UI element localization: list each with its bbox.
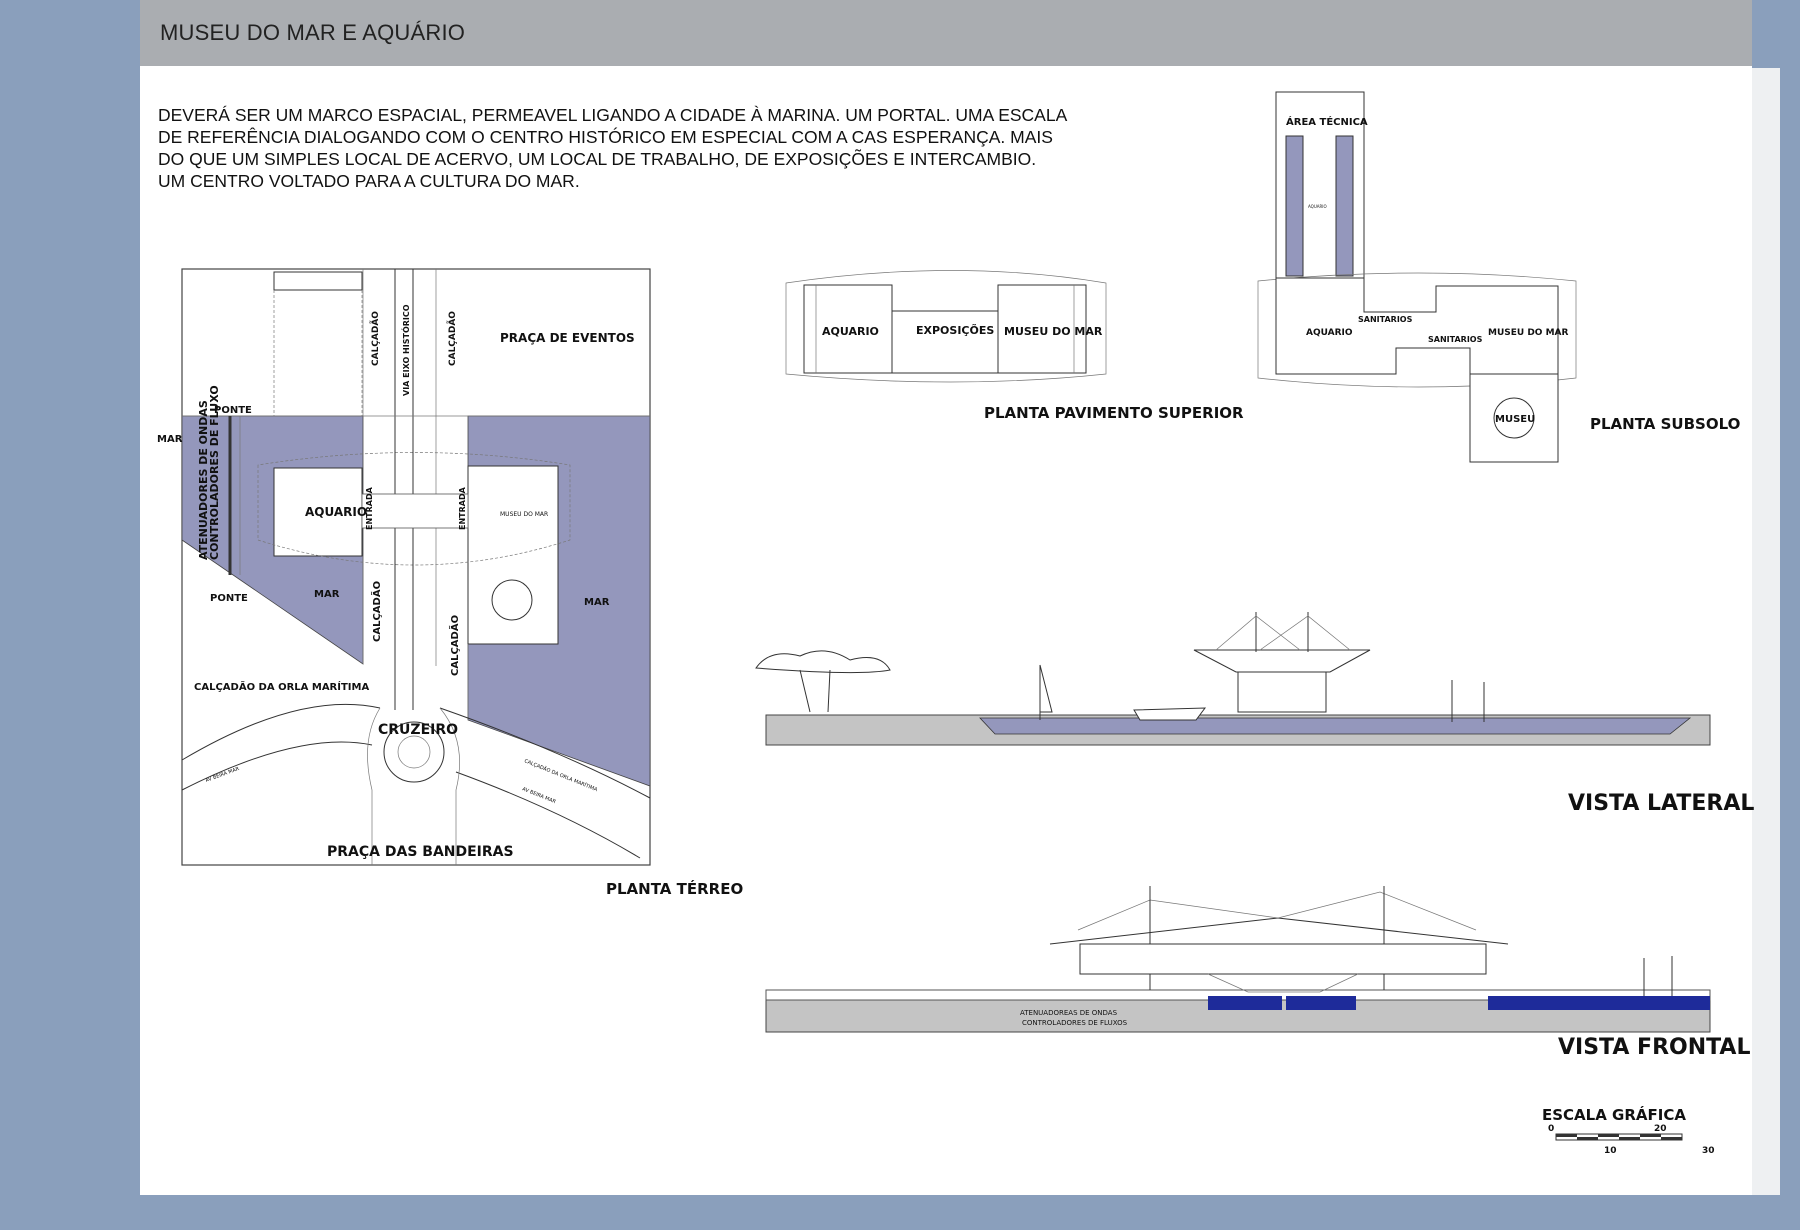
label-area-tecnica: ÁREA TÉCNICA xyxy=(1286,115,1368,128)
tree-canopy xyxy=(755,650,891,674)
right-margin-strip xyxy=(1752,68,1780,1195)
water-section xyxy=(979,717,1692,735)
tank-right xyxy=(1335,135,1354,277)
label-museu-do-mar: MUSEU DO MAR xyxy=(1488,328,1569,338)
scale-tick-30: 30 xyxy=(1702,1146,1715,1156)
label-praca-eventos: PRAÇA DE EVENTOS xyxy=(500,331,635,345)
label-controladores: CONTROLADORES DE FLUXOS xyxy=(1022,1019,1128,1027)
scale-segment xyxy=(1577,1137,1598,1140)
scale-segment xyxy=(1598,1134,1619,1137)
label-atenuadores: ATENUADORES DE ONDAS xyxy=(197,400,210,560)
label-praca-bandeiras: PRAÇA DAS BANDEIRAS xyxy=(327,844,514,860)
label-aquario: AQUARIO xyxy=(1306,328,1353,338)
aquario-building xyxy=(273,467,363,557)
label-aquario-small: AQUARIO xyxy=(1308,204,1327,209)
label-calcadao-orla: CALÇADÃO DA ORLA MARÍTIMA xyxy=(194,680,369,693)
water-tank xyxy=(1208,996,1282,1010)
avenue-curve xyxy=(181,703,381,761)
scale-tick-0: 0 xyxy=(1548,1124,1554,1134)
avenue-curve xyxy=(439,707,651,799)
label-mar: MAR xyxy=(584,597,610,608)
planta-superior-plan: AQUARIO EXPOSIÇÕES MUSEU DO MAR PLANTA P… xyxy=(785,270,1244,422)
label-entrada: ENTRADA xyxy=(458,486,467,530)
title-bar: MUSEU DO MAR E AQUÁRIO xyxy=(140,0,1752,66)
building-base xyxy=(1237,671,1327,713)
bridge xyxy=(361,493,469,529)
label-aquario: AQUARIO xyxy=(305,505,367,519)
avenue-curve xyxy=(181,741,373,791)
roundabout xyxy=(383,721,445,783)
museu-block xyxy=(997,284,1087,374)
label-controladores: CONTROLADORES DE FLUXO xyxy=(208,385,221,560)
label-museu-do-mar: MUSEU DO MAR xyxy=(500,511,548,518)
vista-lateral-elevation: VISTA LATERAL xyxy=(755,612,1754,816)
scale-segment xyxy=(1640,1134,1661,1137)
motorboat xyxy=(1133,707,1207,721)
label-exposicoes: EXPOSIÇÕES xyxy=(916,324,994,337)
exposicoes-block xyxy=(891,310,999,374)
sailboat-sail xyxy=(1039,664,1053,713)
pier-top xyxy=(273,271,363,291)
scale-tick-10: 10 xyxy=(1604,1146,1617,1156)
tank-left xyxy=(1285,135,1304,277)
scale-tick-20: 20 xyxy=(1654,1124,1667,1134)
aquario-block xyxy=(803,284,893,374)
roof-profile xyxy=(1049,917,1509,945)
label-aquario: AQUARIO xyxy=(822,325,879,338)
road-edge xyxy=(439,707,460,865)
roof-canopy xyxy=(1193,649,1371,673)
intro-paragraph: DEVERÁ SER UM MARCO ESPACIAL, PERMEAVEL … xyxy=(158,105,1067,191)
vista-frontal-elevation: ATENUADOREAS DE ONDAS CONTROLADORES DE F… xyxy=(765,886,1750,1060)
platform-outline xyxy=(257,452,571,566)
planta-terreo-plan: PRAÇA DE EVENTOS CALÇADÃO VIA EIXO HISTÓ… xyxy=(157,268,743,898)
water-tank xyxy=(1488,996,1710,1010)
portal-arch xyxy=(1207,973,1359,993)
avenue-curve xyxy=(455,771,641,859)
label-calcadao: CALÇADÃO xyxy=(370,311,381,366)
label-calcadao: CALÇADÃO xyxy=(448,615,461,676)
label-atenuadoreas: ATENUADOREAS DE ONDAS xyxy=(1020,1009,1118,1017)
label-mar: MAR xyxy=(314,589,340,600)
roof-cable xyxy=(1215,615,1301,651)
label-sanitarios: SANITARIOS xyxy=(1428,335,1483,344)
tree-trunk xyxy=(827,669,831,713)
roof-cable xyxy=(1259,615,1351,651)
label-via-eixo: VIA EIXO HISTÓRICO xyxy=(400,304,411,396)
label-sanitarios: SANITARIOS xyxy=(1358,315,1413,324)
museu-drum xyxy=(1493,397,1535,439)
planta-subsolo-plan: ÁREA TÉCNICA AQUARIO SANITARIOS AQUARIO … xyxy=(1257,91,1740,463)
label-museu-do-mar: MUSEU DO MAR xyxy=(1004,325,1103,338)
caption-planta-superior: PLANTA PAVIMENTO SUPERIOR xyxy=(984,404,1244,422)
roundabout-center xyxy=(397,735,431,769)
caption-vista-lateral: VISTA LATERAL xyxy=(1568,791,1754,816)
label-calcadao: CALÇADÃO xyxy=(370,581,383,642)
caption-planta-subsolo: PLANTA SUBSOLO xyxy=(1590,415,1740,433)
facade-band xyxy=(1079,943,1487,975)
scale-segment xyxy=(1661,1137,1682,1140)
escala-grafica: ESCALA GRÁFICA 0 10 20 30 xyxy=(1542,1105,1715,1156)
page-title: MUSEU DO MAR E AQUÁRIO xyxy=(160,20,466,45)
roof-outline xyxy=(785,270,1107,383)
roof-cable xyxy=(1077,891,1477,931)
road-edge xyxy=(367,707,381,865)
subsolo-outline xyxy=(1257,272,1577,388)
caption-vista-frontal: VISTA FRONTAL xyxy=(1558,1035,1750,1060)
scale-segment xyxy=(1556,1134,1577,1137)
scale-segment xyxy=(1619,1137,1640,1140)
museu-drum xyxy=(491,579,533,621)
label-museu: MUSEU xyxy=(1495,414,1535,425)
caption-planta-terreo: PLANTA TÉRREO xyxy=(606,879,743,898)
water-tank xyxy=(1286,996,1356,1010)
label-cruzeiro: CRUZEIRO xyxy=(378,722,458,738)
scale-caption: ESCALA GRÁFICA xyxy=(1542,1105,1686,1124)
label-mar: MAR xyxy=(157,434,183,445)
label-ponte: PONTE xyxy=(214,405,252,416)
tree-trunk xyxy=(799,669,811,713)
label-calcadao: CALÇADÃO xyxy=(447,311,458,366)
label-ponte: PONTE xyxy=(210,593,248,604)
label-entrada: ENTRADA xyxy=(365,486,374,530)
